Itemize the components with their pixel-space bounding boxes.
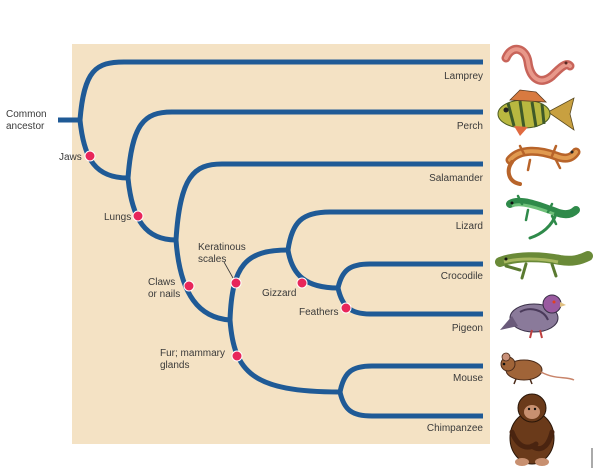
chimpanzee-icon [509,393,555,466]
branch-perch [125,109,483,179]
keratinous-pointer [223,261,234,279]
marker-lungs [132,210,144,222]
taxon-label-chimpanzee: Chimpanzee [427,423,484,434]
label-gizzard: Gizzard [262,288,296,299]
mouse-icon [500,352,575,385]
marker-feathers [340,302,352,314]
branch-mouse [337,363,483,393]
branch-jawed [77,119,129,181]
pigeon-icon [500,294,566,339]
lizard-icon [506,194,580,240]
diagram-panel [72,44,490,444]
label-lungs: Lungs [104,212,131,223]
branch-amniote [173,239,231,323]
label-feathers: Feathers [299,307,338,318]
branch-tetrapod [125,177,177,243]
taxon-label-lizard: Lizard [456,221,483,232]
taxon-label-crocodile: Crocodile [441,271,484,282]
taxon-label-mouse: Mouse [453,373,483,384]
marker-jaws [84,150,96,162]
marker-claws [183,280,195,292]
branch-lizard [285,209,483,251]
label-jaws: Jaws [59,152,82,163]
taxon-label-pigeon: Pigeon [452,323,483,334]
root-label: Common ancestor [6,109,49,132]
branch-chimpanzee [337,391,483,419]
branch-crocodile [335,261,483,289]
label-fur: Fur; mammary glands [160,348,228,371]
crocodile-icon [495,251,593,280]
taxon-label-lamprey: Lamprey [444,71,483,82]
label-claws: Claws or nails [148,277,180,300]
tree-branches [58,59,483,419]
marker-gizzard [296,277,308,289]
branch-lamprey [77,59,483,121]
salamander-icon [505,144,581,186]
branch-mammal [227,319,341,395]
taxon-label-salamander: Salamander [429,173,484,184]
character-markers [84,150,352,362]
branch-reptile [227,247,289,321]
marker-fur [231,350,243,362]
lamprey-icon [501,44,575,85]
perch-icon [497,89,575,136]
label-keratinous-scales: Keratinous scales [198,242,249,265]
marker-keratinous-scales [230,277,242,289]
branch-salamander [173,161,483,241]
taxon-label-perch: Perch [457,121,483,132]
